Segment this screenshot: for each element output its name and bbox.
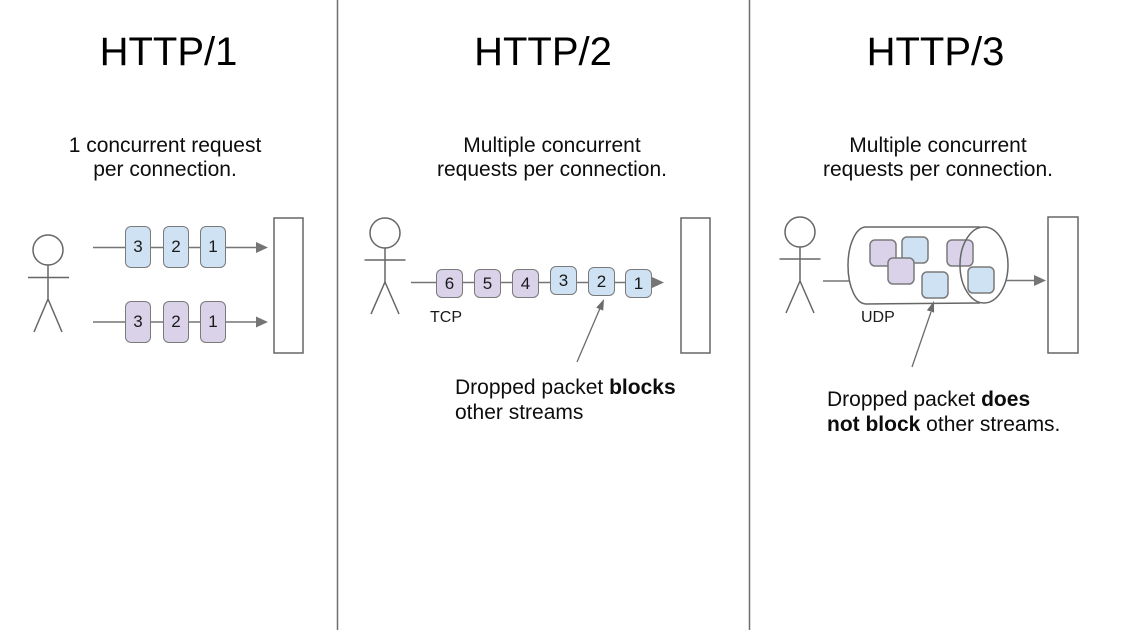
http2-title: HTTP/2 <box>474 30 612 74</box>
packet: 1 <box>200 301 226 343</box>
stick-figure-icon <box>364 217 406 315</box>
stick-figure-icon <box>779 216 821 314</box>
annotation-text-normal: other streams. <box>920 413 1061 436</box>
server-rect <box>680 217 711 354</box>
dropped-packet-pointer-arrow <box>911 301 935 368</box>
tube-icon <box>847 226 1009 305</box>
http1-title: HTTP/1 <box>99 30 238 74</box>
packet: 2 <box>163 301 189 343</box>
packet: 5 <box>474 269 501 298</box>
annotation-text-normal: Dropped packet <box>827 388 982 411</box>
packet: 3 <box>550 266 577 295</box>
http2-subtitle: Multiple concurrent requests per connect… <box>427 134 677 182</box>
subtitle-line: per connection. <box>93 158 237 181</box>
tube-packets <box>869 236 974 299</box>
subtitle-line: Multiple concurrent <box>849 134 1027 157</box>
packet <box>887 257 915 285</box>
packet <box>967 266 995 294</box>
tcp-label: TCP <box>430 309 462 326</box>
http3-title: HTTP/3 <box>866 30 1005 74</box>
packet: 3 <box>125 226 151 268</box>
http3-subtitle: Multiple concurrent requests per connect… <box>808 134 1068 182</box>
http1-subtitle: 1 concurrent request per connection. <box>40 134 290 182</box>
packet: 4 <box>512 269 539 298</box>
annotation-line: Dropped packet blocks <box>455 375 676 400</box>
annotation-text-normal: Dropped packet <box>455 376 610 399</box>
annotation-line: other streams <box>455 400 676 425</box>
subtitle-line: requests per connection. <box>823 158 1053 181</box>
subtitle-line: requests per connection. <box>437 158 667 181</box>
annotation-text-normal: other streams <box>455 401 584 424</box>
annotation-text-bold: not block <box>827 413 921 436</box>
packet <box>921 271 949 299</box>
packet <box>901 236 929 264</box>
dropped-packet-pointer-arrow <box>576 299 604 363</box>
annotation-line: not block other streams. <box>827 412 1060 437</box>
stream-arrow <box>1006 275 1046 286</box>
http3-dropped-packet-annotation: Dropped packet does not block other stre… <box>827 387 1060 437</box>
annotation-text-bold: does <box>981 388 1031 411</box>
http2-dropped-packet-annotation: Dropped packet blocks other streams <box>455 375 676 425</box>
packet: 6 <box>436 269 463 298</box>
subtitle-line: 1 concurrent request <box>68 134 262 157</box>
packet: 1 <box>625 269 652 298</box>
packet: 3 <box>125 301 151 343</box>
stick-figure-icon <box>28 234 69 333</box>
annotation-text-bold: blocks <box>609 376 676 399</box>
packet: 1 <box>200 226 226 268</box>
annotation-line: Dropped packet does <box>827 387 1060 412</box>
packet: 2 <box>588 267 615 296</box>
subtitle-line: Multiple concurrent <box>463 134 641 157</box>
server-rect <box>273 217 304 354</box>
server-rect <box>1047 216 1079 354</box>
udp-label: UDP <box>861 309 895 326</box>
packet: 2 <box>163 226 189 268</box>
